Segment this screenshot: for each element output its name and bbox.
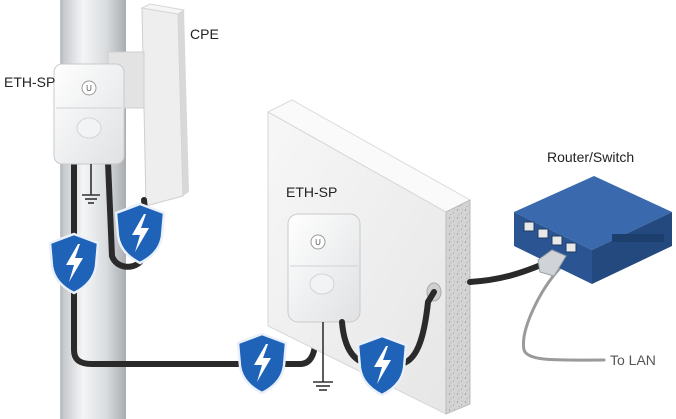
surge-protection-shield-icon [236,332,288,395]
router-uplink-cable [467,259,551,285]
label-eth-sp-left: ETH-SP [4,74,56,90]
eth-sp-left-device: U [53,63,125,165]
svg-text:U: U [86,84,92,93]
ground-symbol-icon [82,164,100,204]
lan-cable [522,266,606,362]
label-router-switch: Router/Switch [547,149,635,165]
label-cpe: CPE [190,26,219,42]
label-to-lan: To LAN [610,352,656,368]
svg-text:U: U [315,238,321,247]
eth-sp-center-device: U [287,213,361,323]
ubiquiti-logo-icon [310,234,326,250]
ubiquiti-logo-icon [81,80,97,96]
label-eth-sp-center: ETH-SP [286,184,338,200]
router-switch [514,176,672,284]
ground-symbol-icon [313,322,333,391]
